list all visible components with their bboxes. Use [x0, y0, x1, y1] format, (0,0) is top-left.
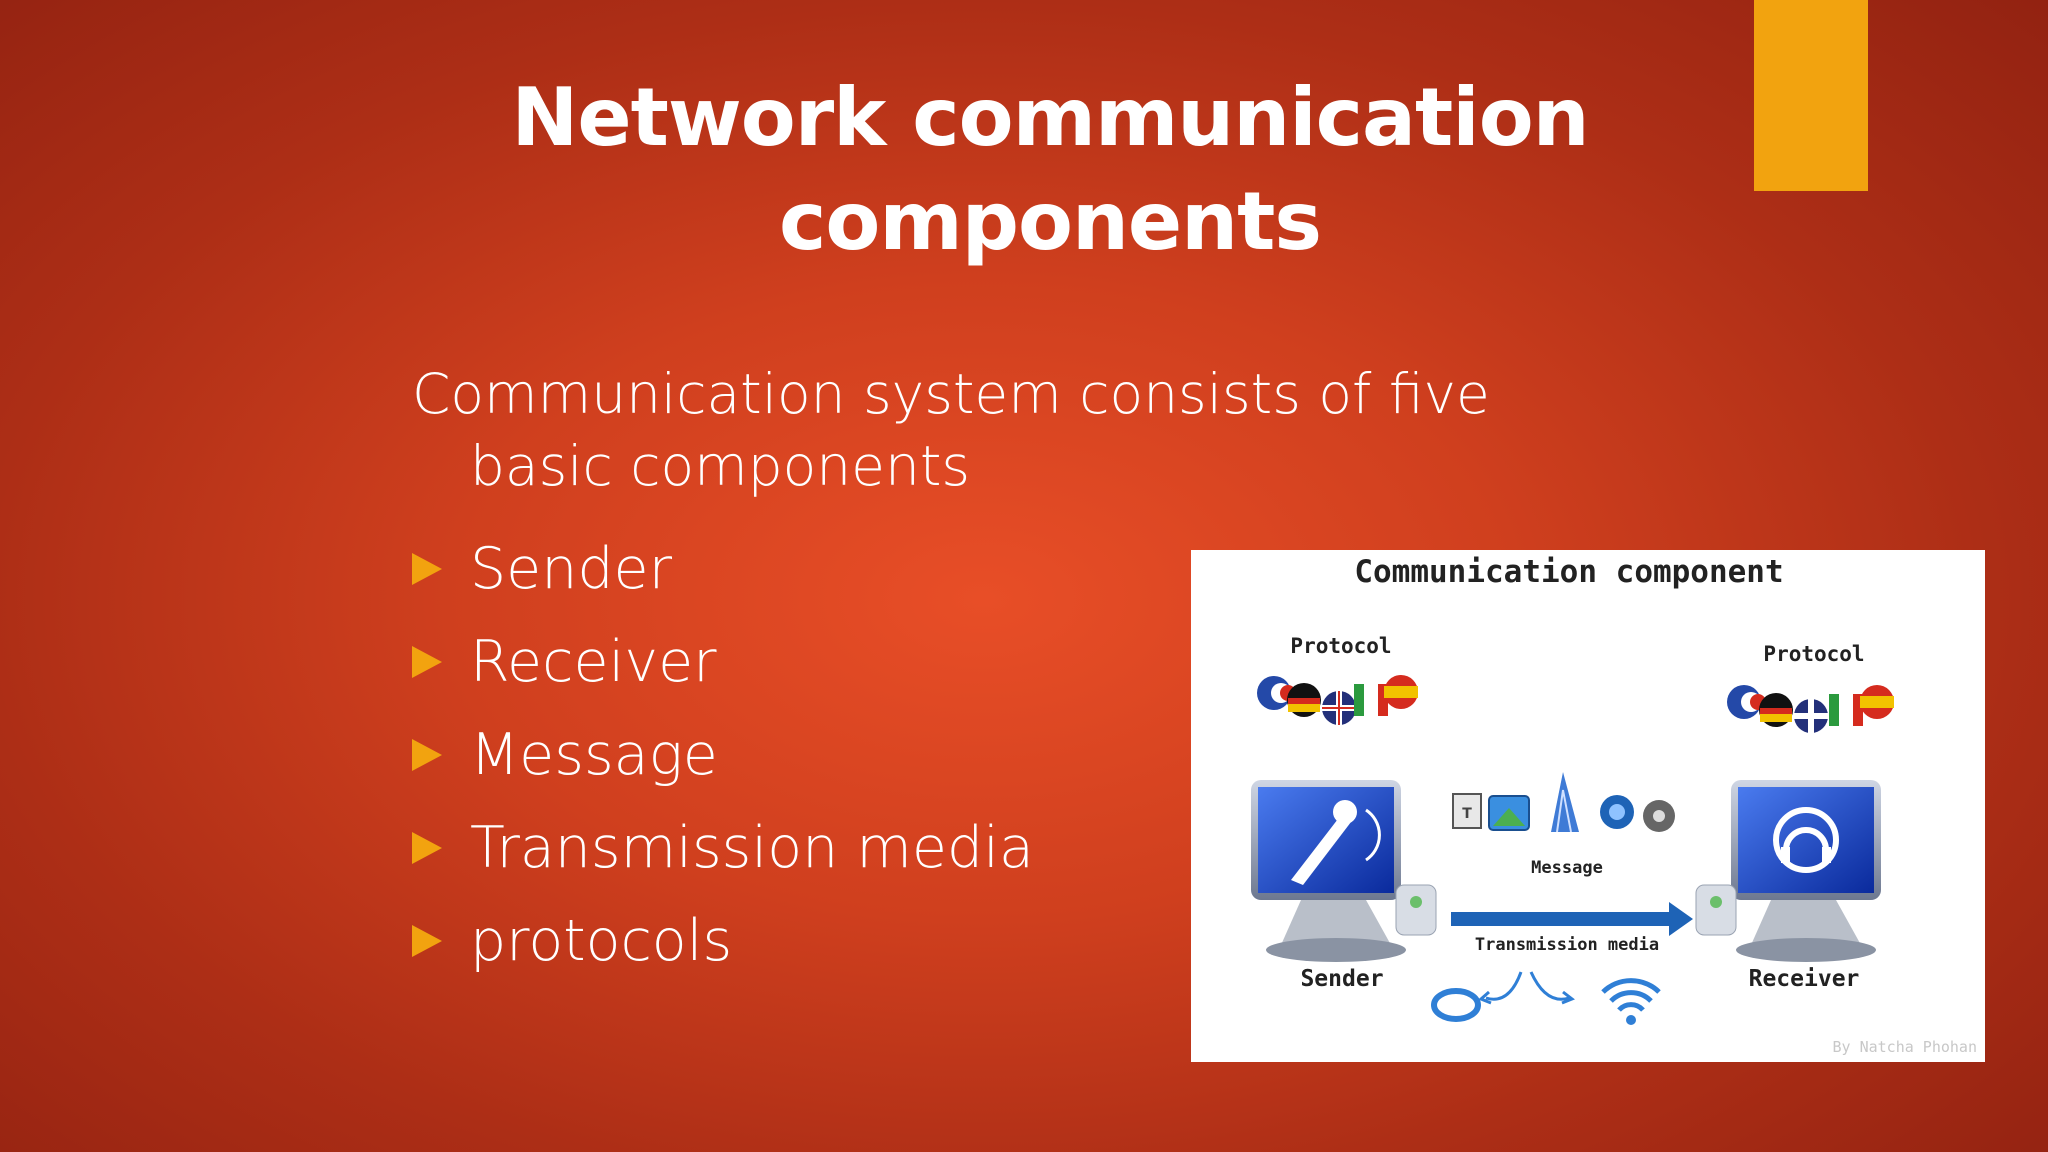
message-icons: T	[1452, 772, 1675, 833]
bullet-arrow-icon	[412, 738, 442, 771]
bullet-text: protocols	[470, 907, 733, 974]
intro-line-1: Communication system consists of five	[412, 362, 1490, 426]
bullet-item: Message	[412, 708, 1034, 801]
bullet-arrow-icon	[412, 552, 442, 585]
slide-title: Network communication components	[330, 66, 1770, 274]
bullet-text: Receiver	[470, 628, 717, 695]
intro-line-2: basic components	[470, 434, 971, 498]
transmission-arrow	[1451, 902, 1693, 936]
protocol-label-left: Protocol	[1290, 634, 1391, 658]
title-line-1: Network communication	[511, 71, 1589, 164]
bullet-list: Sender Receiver Message Transmission med…	[412, 522, 1034, 987]
bullet-arrow-icon	[412, 831, 442, 864]
receiver-label: Receiver	[1749, 966, 1860, 992]
svg-text:T: T	[1462, 806, 1472, 822]
bullet-text: Message	[470, 721, 718, 788]
wifi-icon	[1529, 971, 1661, 1025]
message-label: Message	[1531, 858, 1603, 878]
communication-diagram: Communication component Protocol Protoco…	[1191, 550, 1985, 1062]
bullet-arrow-icon	[412, 645, 442, 678]
cable-icon	[1431, 971, 1523, 1022]
title-line-2: components	[779, 175, 1322, 268]
bullet-item: Receiver	[412, 615, 1034, 708]
receiver-computer-icon	[1695, 780, 1881, 962]
sender-computer-icon	[1251, 780, 1437, 962]
intro-text: Communication system consists of five ba…	[412, 358, 1552, 502]
diagram-title: Communication component	[1354, 554, 1783, 590]
bullet-item: Sender	[412, 522, 1034, 615]
flags-icon-left	[1257, 675, 1418, 725]
bullet-text: Sender	[470, 535, 673, 602]
bullet-text: Transmission media	[470, 814, 1034, 881]
accent-bar	[1754, 0, 1868, 191]
media-label: Transmission media	[1475, 935, 1659, 955]
sender-label: Sender	[1300, 966, 1383, 992]
flags-icon-right	[1727, 685, 1894, 733]
diagram-credit: By Natcha Phohan	[1833, 1038, 1978, 1056]
protocol-label-right: Protocol	[1763, 642, 1864, 666]
bullet-arrow-icon	[412, 924, 442, 957]
bullet-item: protocols	[412, 894, 1034, 987]
bullet-item: Transmission media	[412, 801, 1034, 894]
